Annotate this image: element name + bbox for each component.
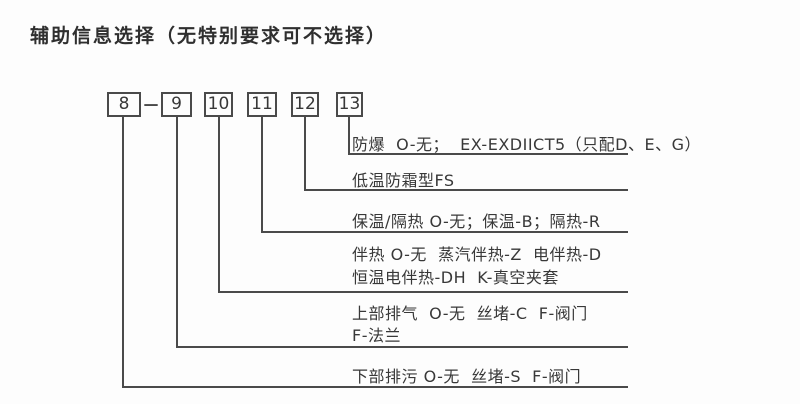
- connector-12-horizontal-line: [304, 189, 628, 191]
- label-8-lower-drain: 下部排污 O-无 丝堵-S F-阀门: [352, 367, 582, 386]
- connector-9-horizontal-line: [176, 346, 628, 348]
- label-10-heat-tracing-line2: 恒温电伴热-DH K-真空夹套: [352, 268, 559, 287]
- dash-separator: —: [143, 95, 159, 113]
- label-13-explosion-proof: 防爆 O-无； EX-EXDIICT5（只配D、E、G）: [352, 135, 701, 154]
- connector-10-horizontal-line: [218, 291, 628, 293]
- connector-13-horizontal-line: [348, 153, 628, 155]
- connector-10-vertical-line: [218, 116, 220, 293]
- code-box-9: 9: [161, 92, 192, 117]
- connector-12-vertical-line: [304, 116, 306, 191]
- code-box-11: 11: [247, 92, 277, 117]
- connector-9-vertical-line: [176, 116, 178, 348]
- label-9-upper-vent-line1: 上部排气 O-无 丝堵-C F-阀门: [352, 304, 588, 323]
- code-box-12: 12: [291, 92, 319, 117]
- connector-11-vertical-line: [261, 116, 263, 233]
- label-9-upper-vent-line2: F-法兰: [352, 326, 401, 345]
- connector-11-horizontal-line: [261, 231, 628, 233]
- label-12-low-temp-frost-type: 低温防霜型FS: [352, 171, 455, 190]
- label-10-heat-tracing-line1: 伴热 O-无 蒸汽伴热-Z 电伴热-D: [352, 245, 602, 264]
- page-title: 辅助信息选择（无特别要求可不选择）: [30, 25, 388, 47]
- connector-8-horizontal-line: [122, 386, 628, 388]
- connector-13-vertical-line: [348, 116, 350, 155]
- connector-8-vertical-line: [122, 116, 124, 388]
- code-box-10: 10: [204, 92, 233, 117]
- label-11-insulation: 保温/隔热 O-无；保温-B；隔热-R: [352, 212, 601, 231]
- code-box-13: 13: [336, 92, 363, 117]
- code-box-8: 8: [107, 92, 141, 117]
